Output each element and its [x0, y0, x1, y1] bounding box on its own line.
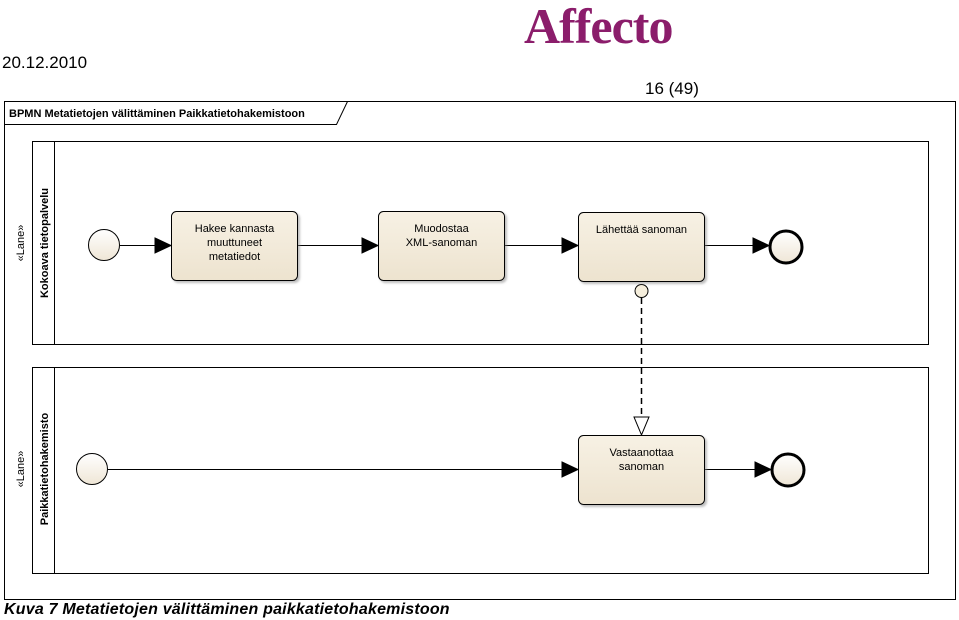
sequence-flows-lane-1	[120, 237, 771, 254]
page-number: 16 (49)	[645, 79, 699, 98]
svg-text:muuttuneet: muuttuneet	[207, 237, 262, 249]
svg-text:Muodostaa: Muodostaa	[414, 223, 469, 235]
lane-kokoava-tietopalvelu: «Lane» Kokoava tietopalvelu	[15, 141, 929, 345]
sequence-flows-lane-2	[108, 461, 773, 478]
diagram-frame	[4, 101, 956, 600]
end-event-lane-1	[768, 229, 804, 265]
figure-caption: Kuva 7 Metatietojen välittäminen paikkat…	[4, 601, 450, 618]
task-vastaanottaa-sanoman: Vastaanottaa sanoman	[578, 435, 705, 505]
frame-title-tab	[4, 101, 348, 125]
svg-text:sanoman: sanoman	[619, 461, 664, 473]
task-lahettaa-sanoman: Lähettää sanoman	[578, 212, 705, 282]
svg-text:metatiedot: metatiedot	[209, 251, 260, 263]
task-hakee-kannasta: Hakee kannasta muuttuneet metatiedot	[171, 211, 298, 281]
lane-stereotype: «Lane»	[15, 225, 27, 262]
lane-name: Paikkatietohakemisto	[39, 412, 51, 525]
svg-text:Hakee kannasta: Hakee kannasta	[195, 223, 275, 235]
document-date: 20.12.2010	[2, 53, 88, 72]
frame-title: BPMN Metatietojen välittäminen Paikkatie…	[9, 108, 305, 120]
lane-stereotype: «Lane»	[15, 451, 27, 488]
lane-name: Kokoava tietopalvelu	[39, 188, 51, 298]
lane-paikkatietohakemisto: «Lane» Paikkatietohakemisto	[15, 367, 929, 574]
svg-text:Vastaanottaa: Vastaanottaa	[609, 447, 674, 459]
svg-text:XML-sanoman: XML-sanoman	[406, 237, 478, 249]
start-event-lane-1	[88, 229, 120, 261]
message-flow	[633, 284, 650, 437]
svg-text:Lähettää sanoman: Lähettää sanoman	[596, 224, 687, 236]
end-event-lane-2	[770, 452, 806, 488]
start-event-lane-2	[76, 453, 108, 485]
task-muodostaa-xml-sanoman: Muodostaa XML-sanoman	[378, 211, 505, 281]
affecto-logo: Affecto	[524, 0, 673, 54]
